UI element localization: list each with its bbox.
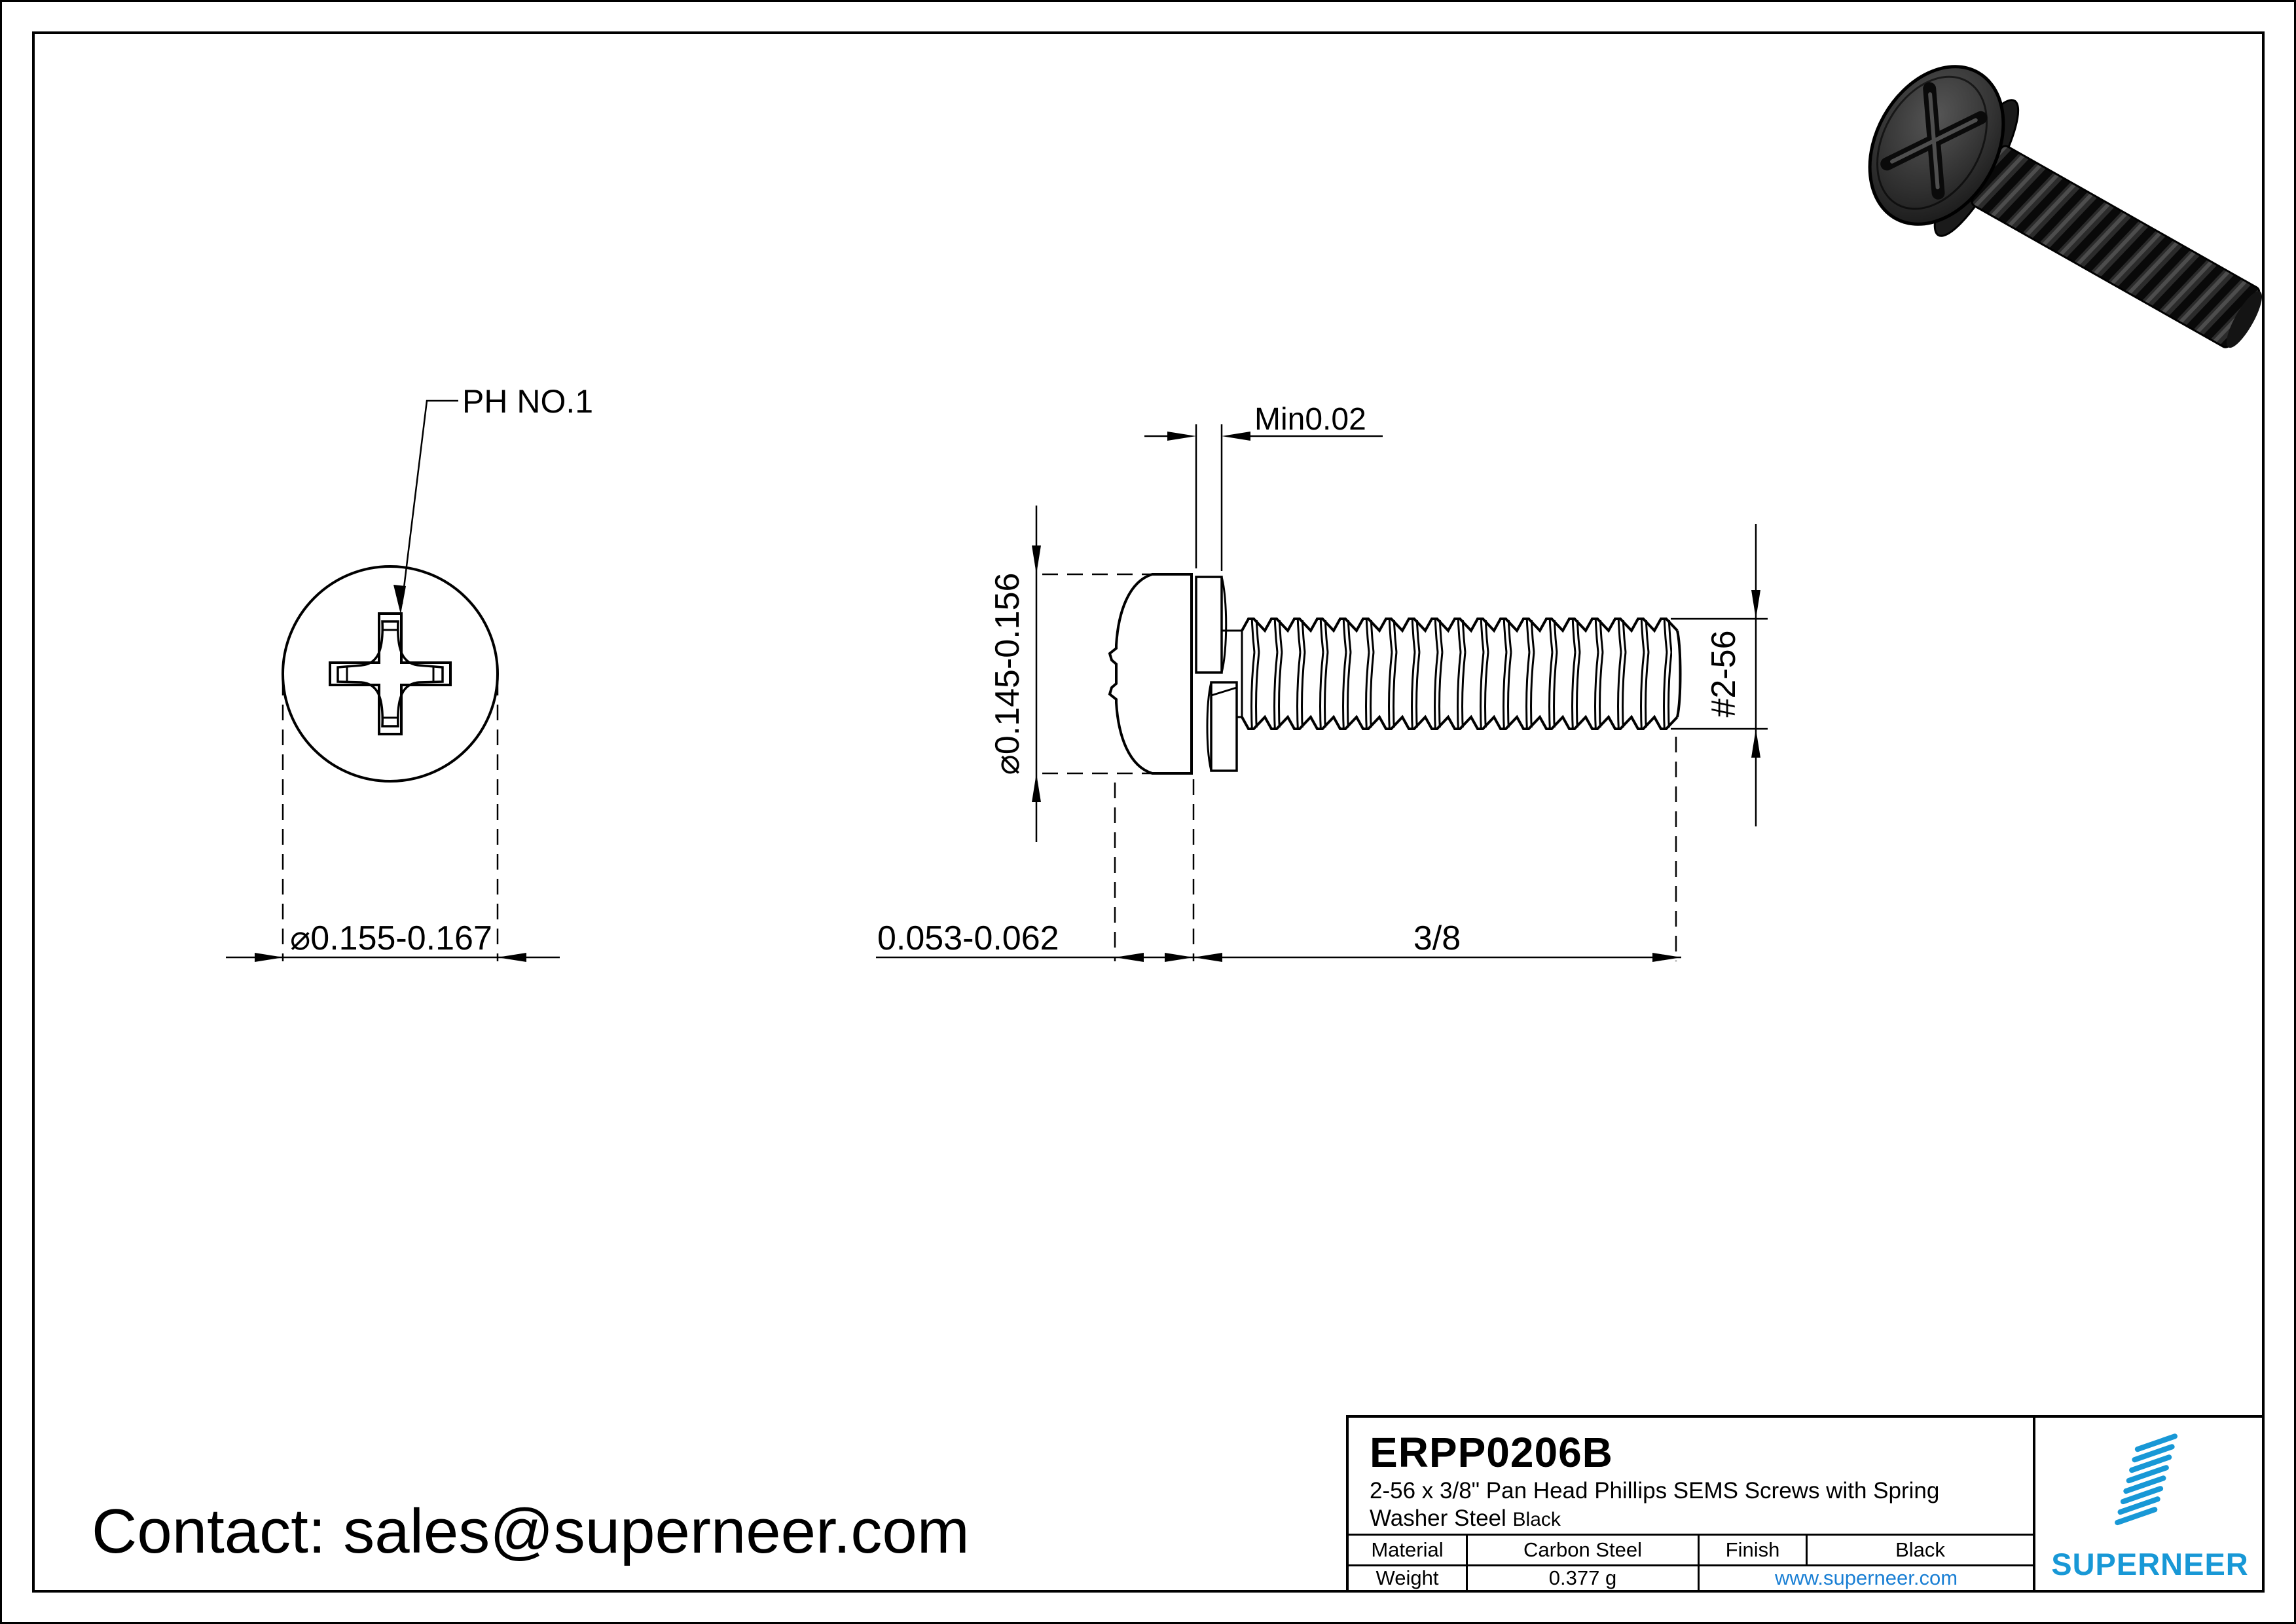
head-3d-rim bbox=[1876, 75, 1988, 210]
thread-size-extension-lines bbox=[1671, 618, 1768, 730]
thread-size-arrow-bottom bbox=[1751, 729, 1760, 758]
finish-value: Black bbox=[1806, 1536, 2033, 1564]
head-profile bbox=[1108, 573, 1193, 775]
contact-line: Contact: sales@superneer.com bbox=[92, 1496, 970, 1568]
front-view: PH NO.1 ⌀0.155-0.167 bbox=[226, 383, 593, 962]
front-dim-arrow-right bbox=[498, 953, 526, 962]
thread-size-arrow-top bbox=[1751, 590, 1760, 619]
description-main: Washer Steel bbox=[1370, 1505, 1513, 1531]
thread-crest-top bbox=[1241, 618, 1679, 633]
head-height-arrow-right bbox=[1165, 953, 1194, 962]
min-arrow-right bbox=[1222, 432, 1250, 441]
shaft-root-lines bbox=[1222, 629, 1243, 718]
front-extension-lines bbox=[282, 680, 499, 961]
length-label: 3/8 bbox=[1413, 919, 1461, 957]
min-arrow-left bbox=[1167, 432, 1196, 441]
spring-washer-top-arc bbox=[1220, 576, 1228, 673]
thread-spec-label: #2-56 bbox=[1705, 631, 1743, 718]
side-dia-extension-lines bbox=[1042, 573, 1172, 775]
material-label: Material bbox=[1371, 1538, 1444, 1561]
side-head-diameter-label: ⌀0.145-0.156 bbox=[989, 573, 1027, 775]
shaft-3d bbox=[1971, 145, 2261, 348]
finish-label: Finish bbox=[1698, 1536, 1806, 1564]
thread-tip bbox=[1676, 630, 1682, 718]
min-extension-lines bbox=[1195, 424, 1223, 571]
phillips-3d-highlight bbox=[1890, 92, 1978, 190]
spring-washer-bottom bbox=[1210, 681, 1238, 772]
spring-washer-split bbox=[1206, 682, 1237, 771]
contact-email-link[interactable]: Contact: sales@superneer.com bbox=[92, 1496, 970, 1566]
phillips-recess-ticks bbox=[346, 629, 435, 719]
side-dia-arrow-bottom bbox=[1032, 773, 1041, 802]
tip-3d bbox=[2226, 291, 2263, 348]
brand-name: SUPERNEER bbox=[2051, 1547, 2249, 1581]
weight-label: Weight bbox=[1376, 1566, 1439, 1589]
head-outline-front bbox=[282, 565, 499, 783]
bottom-extension-lines bbox=[1114, 737, 1677, 961]
part-description-line2: Washer Steel Black bbox=[1370, 1505, 1561, 1532]
website-cell: www.superneer.com bbox=[1698, 1566, 2033, 1590]
ph-label: PH NO.1 bbox=[462, 383, 593, 420]
superneer-logo-icon bbox=[2115, 1433, 2178, 1526]
material-row: Material Carbon Steel Finish Black bbox=[1349, 1534, 2033, 1564]
length-arrow-right bbox=[1652, 953, 1681, 962]
website-link[interactable]: www.superneer.com bbox=[1774, 1566, 1958, 1589]
head-height-arrow-left bbox=[1115, 953, 1144, 962]
part-number: ERPP0206B bbox=[1370, 1429, 1613, 1476]
thread-flanks bbox=[1245, 620, 1672, 728]
title-block-divider bbox=[2033, 1418, 2035, 1590]
ph-leader-line bbox=[401, 399, 458, 604]
front-dim-arrow-left bbox=[255, 953, 283, 962]
logo-cell: SUPERNEER bbox=[2035, 1418, 2265, 1590]
side-dia-arrow-top bbox=[1032, 545, 1041, 574]
weight-row: Weight 0.377 g www.superneer.com bbox=[1349, 1564, 2033, 1590]
material-value: Carbon Steel bbox=[1466, 1536, 1698, 1564]
front-head-diameter-label: ⌀0.155-0.167 bbox=[290, 919, 492, 957]
phillips-recess-outer bbox=[329, 612, 452, 735]
title-block: ERPP0206B 2-56 x 3/8" Pan Head Phillips … bbox=[1346, 1415, 2265, 1593]
part-description-line1: 2-56 x 3/8" Pan Head Phillips SEMS Screw… bbox=[1370, 1478, 1940, 1504]
weight-value: 0.377 g bbox=[1466, 1566, 1698, 1590]
washer-min-label: Min0.02 bbox=[1254, 402, 1366, 437]
ph-leader-arrow bbox=[393, 585, 406, 614]
side-view: Min0.02 ⌀0.145-0.156 #2-56 0.053-0.062 3… bbox=[876, 402, 1768, 962]
drawing-frame bbox=[32, 31, 2265, 1593]
screw-3d-render bbox=[1868, 65, 2263, 348]
thread-crest-bottom bbox=[1241, 714, 1679, 730]
phillips-recess-inner bbox=[337, 620, 444, 728]
description-finish: Black bbox=[1512, 1509, 1561, 1530]
spring-washer-top bbox=[1195, 576, 1223, 674]
head-height-label: 0.053-0.062 bbox=[877, 919, 1059, 957]
length-arrow-left bbox=[1194, 953, 1222, 962]
